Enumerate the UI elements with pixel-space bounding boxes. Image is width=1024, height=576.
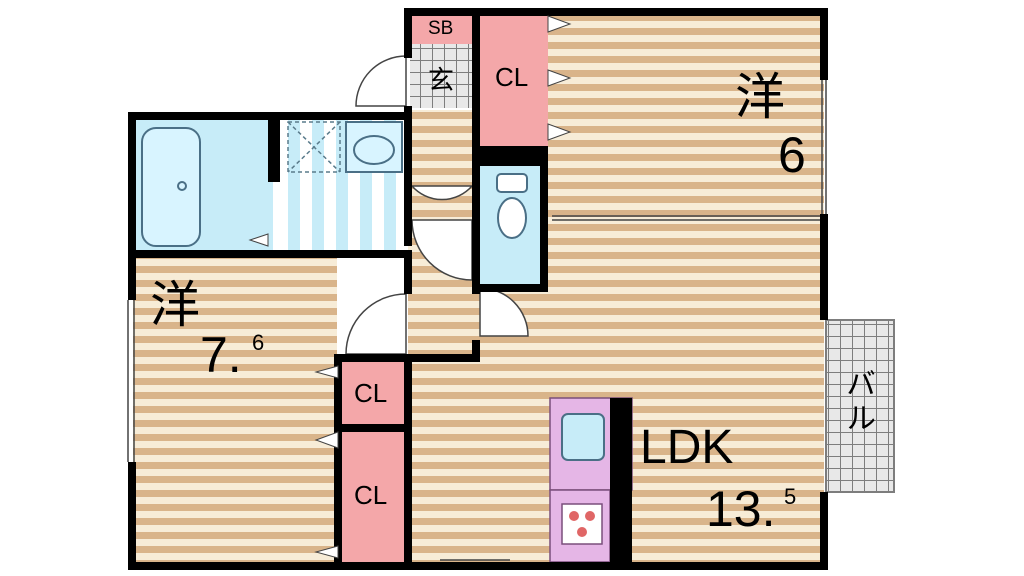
bathroom	[133, 118, 408, 254]
floor-western-left	[133, 258, 337, 562]
ldk-label: LDK	[640, 421, 734, 474]
ldk-size-decimal: 5	[784, 484, 797, 509]
kitchen-stove	[561, 503, 603, 545]
toilet-bowl	[497, 197, 527, 239]
window-right-top	[821, 80, 827, 214]
window-left	[127, 300, 135, 462]
western-left-size-decimal: 6	[252, 330, 265, 355]
entrance	[410, 14, 472, 108]
western-top-size: 6	[778, 127, 806, 183]
sliding-door-western-top	[552, 215, 820, 221]
walls	[128, 8, 828, 570]
closet-top	[480, 14, 548, 146]
balcony-label: バル	[840, 368, 875, 436]
washing-machine-cross	[287, 121, 341, 173]
western-left-size: 7.	[200, 327, 242, 383]
entrance-floor	[410, 44, 472, 108]
toilet-tank	[496, 173, 528, 193]
entrance-label: 玄	[428, 66, 455, 96]
door-swing-entrance	[355, 55, 407, 107]
floor-western-top	[548, 14, 824, 220]
shoe-box-label: SB	[428, 18, 454, 39]
door-swing-hall	[410, 185, 474, 201]
door-swing-washroom	[411, 219, 473, 281]
toilet-room	[480, 166, 542, 284]
door-swing-western-left	[345, 293, 407, 355]
burner-1	[569, 511, 579, 521]
closet-door-marks	[248, 15, 572, 559]
balcony-area	[825, 319, 895, 493]
western-left-label: 洋	[150, 276, 200, 334]
bathtub	[141, 127, 201, 247]
closet-mid-label: CL	[354, 378, 388, 408]
bath-drain	[177, 181, 187, 191]
fridge-space	[610, 490, 632, 562]
closet-bottom	[340, 430, 406, 562]
western-top-label: 洋	[735, 68, 785, 126]
shoe-box	[410, 14, 472, 44]
kitchen-sink	[561, 413, 605, 461]
closet-mid	[340, 362, 406, 424]
washing-machine-space	[287, 121, 341, 173]
burner-2	[585, 511, 595, 521]
basin-bowl	[353, 135, 395, 165]
closet-bottom-label: CL	[354, 480, 388, 510]
closet-top-label: CL	[495, 62, 529, 92]
ldk-size: 13.	[706, 481, 776, 537]
burner-3	[577, 527, 587, 537]
door-swings	[345, 55, 529, 355]
